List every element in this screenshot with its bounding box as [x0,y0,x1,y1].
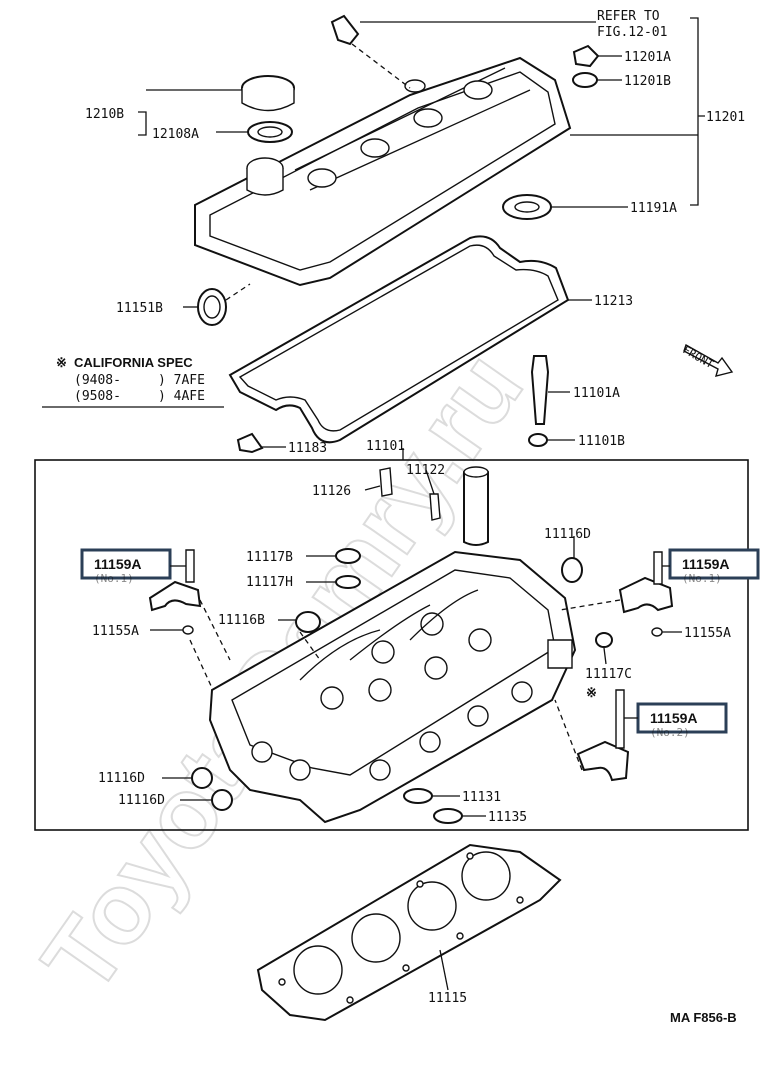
part-label-11155a-right: 11155A [684,626,731,641]
cylinder-head-cover [194,56,572,287]
part-label-11201: 11201 [706,110,745,125]
highlight-label-left: 11159A [94,556,142,572]
part-label-11191a: 11191A [630,201,677,216]
note-symbol: ※ [56,355,67,370]
dowel-right [651,627,663,637]
part-label-11116d-top: 11116D [544,527,591,542]
bearing-cap-left [148,580,202,612]
part-label-11155a-left: 11155A [92,624,139,639]
plug-11117c [595,632,613,648]
highlight-11159a-lower: 11159A [624,702,728,734]
part-label-11201a: 11201A [624,50,671,65]
part-label-11201b: 11201B [624,74,671,89]
california-asterisk: ※ [586,685,597,700]
part-label-11117b: 11117B [246,550,293,565]
highlight-11159a-right: 11159A [662,548,760,580]
part-label-11117c: 11117C [585,667,632,682]
stud-11122 [429,493,441,521]
note-title: CALIFORNIA SPEC [74,355,193,370]
cylinder-head-subassembly-box [34,459,749,831]
dowel-left [182,625,194,635]
no1-mark-right: (No.1) [682,572,722,585]
california-spec-note: ※ CALIFORNIA SPEC (9408- ) 7AFE (9508- )… [42,355,224,408]
refer-line1: REFER TO [597,9,660,24]
part-label-11117h: 11117H [246,575,293,590]
spark-plug-tube-gasket [502,194,552,220]
seal-11116d-b [211,789,233,811]
refer-line2: FIG.12-01 [597,25,667,40]
highlight-label-lower: 11159A [650,710,698,726]
part-label-11116d-b: 11116D [118,793,165,808]
seal-11116d-a [191,767,213,789]
bolt-11159a-left [185,549,195,583]
highlight-11159a-left: 11159A [80,548,186,580]
head-cover-gasket [228,235,570,444]
figure-id: MA F856-B [670,1010,737,1025]
front-arrow-icon: FRONT [681,343,734,377]
cylinder-head [208,550,577,824]
part-label-11101: 11101 [366,439,405,454]
gasket-11135 [433,808,463,824]
oil-filler-cap [241,75,295,112]
note-row1-engine: ) 7AFE [158,373,205,388]
plug-11116b [295,611,321,633]
bearing-cap-lower [576,740,630,782]
part-label-11101b: 11101B [578,434,625,449]
part-label-11131: 11131 [462,790,501,805]
part-label-11126: 11126 [312,484,351,499]
gasket-11117h [335,575,361,589]
part-label-11101a: 11101A [573,386,620,401]
cylinder-head-gasket [256,843,562,1022]
part-label-11135: 11135 [488,810,527,825]
part-label-12108a: 12108A [152,127,199,142]
front-label: FRONT [681,343,717,371]
part-label-11183: 11183 [288,441,327,456]
part-label-11116d-a: 11116D [98,771,145,786]
wedge-plug [236,432,264,454]
plug-11117b [335,548,361,564]
bolt-11159a-lower [615,689,625,749]
highlight-label-right: 11159A [682,556,730,572]
valve-guide-bushing [463,466,489,546]
stud-11126 [379,467,393,497]
note-row2-code: (9508- [74,389,121,404]
pcv-valve [330,14,360,46]
camshaft-oil-seal [197,288,227,326]
plug-11116d-top [561,557,583,583]
note-row2-engine: ) 4AFE [158,389,205,404]
part-label-11213: 11213 [594,294,633,309]
part-label-1210b: 1210B [85,107,124,122]
part-label-11151b: 11151B [116,301,163,316]
cover-grommet [572,72,598,88]
stud-washer [528,433,548,447]
bolt-11159a-right [653,551,663,585]
stud-bolt [530,355,550,425]
cover-bolt [572,44,600,68]
bearing-cap-right [618,576,674,614]
filler-cap-gasket [247,121,293,143]
no1-mark-left: (No.1) [94,572,134,585]
part-label-11122: 11122 [406,463,445,478]
part-label-11116b: 11116B [218,613,265,628]
no2-mark-lower: (No.2) [650,726,690,739]
gasket-11131 [403,788,433,804]
part-label-11115: 11115 [428,991,467,1006]
note-row1-code: (9408- [74,373,121,388]
